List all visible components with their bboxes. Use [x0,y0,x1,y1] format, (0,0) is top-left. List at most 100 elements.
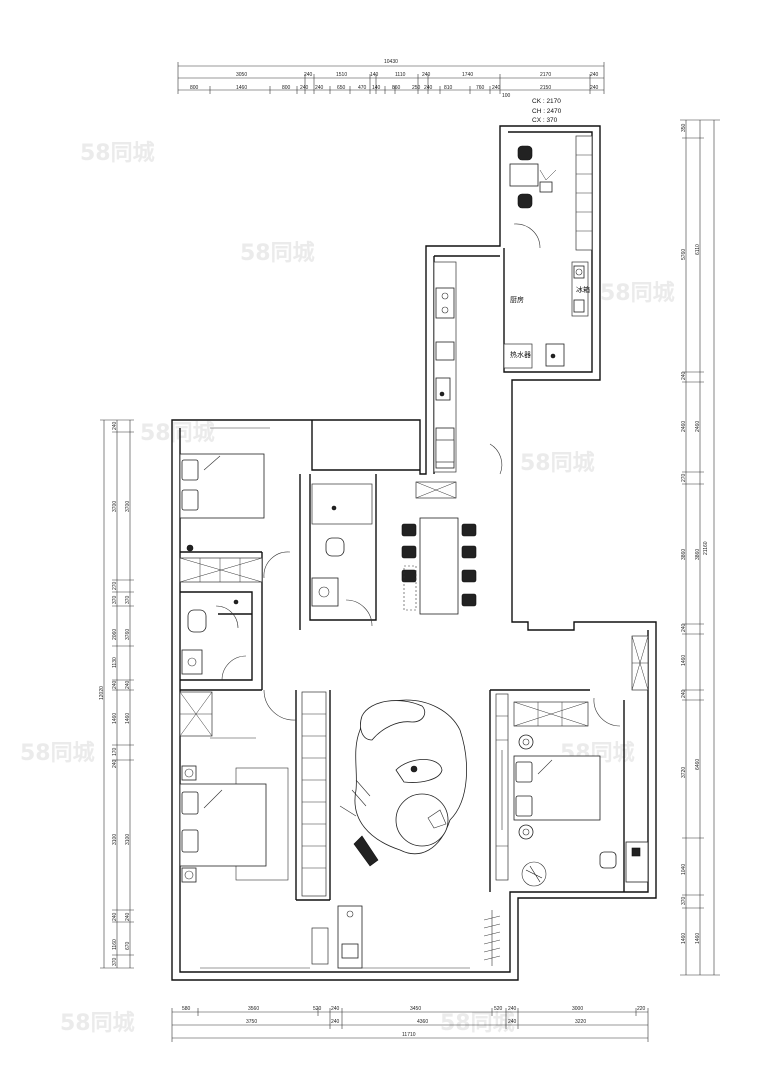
svg-text:58同城: 58同城 [60,1010,135,1036]
small-label: 热水器 [510,350,531,359]
dim-top-1: 3050 [236,72,247,78]
chair-bottom-icon [517,193,533,209]
dim-bottom-3: 520 [313,1006,322,1012]
svg-text:58同城: 58同城 [140,420,215,446]
dim-top-6: 240 [422,72,431,78]
living-room [339,699,467,867]
dim-left-13: 1160 [112,939,118,950]
dim-left-5: 2060 [112,629,118,640]
dim-top2-3: 800 [282,85,291,91]
stove-icon [435,287,455,319]
dim-left-mid-3: 3760 [125,629,131,640]
svg-text:58同城: 58同城 [520,450,595,476]
dim-right-11: 1040 [681,864,687,875]
toilet-icon [325,537,345,557]
dim-left-7: 240 [112,680,118,689]
dim-left-10: 240 [112,759,118,768]
dim-bottom-5: 3450 [410,1006,421,1012]
main-bathroom [311,483,373,607]
dim-right-mid-1: 6110 [695,244,701,255]
entry-sink-icon [341,943,359,959]
dim-top-2: 240 [304,72,313,78]
dim-top2-10: 250 [412,85,421,91]
desk-right [625,841,649,883]
coffee-table [395,759,443,783]
dim-left-8: 1460 [112,713,118,724]
sideboard [403,565,417,611]
sofa-curved [360,700,426,741]
dim-top-3: 1510 [336,72,347,78]
dim-bottom2-4: 240 [508,1019,517,1025]
svg-text:58同城: 58同城 [600,280,675,306]
dim-left-2: 3700 [112,501,118,512]
walls [171,125,657,981]
dining-chairs [401,523,477,607]
lamp-right-bottom [518,824,534,840]
dim-top2-6: 650 [337,85,346,91]
nightstand-top [181,765,197,781]
entry-area [415,439,501,966]
dim-right-13: 1460 [681,933,687,944]
hall-cabinets [301,691,363,969]
dim-top2-14: 240 [492,85,501,91]
dim-top2-15: 2150 [540,85,551,91]
svg-text:58同城: 58同城 [80,140,155,166]
svg-text:58同城: 58同城 [440,1010,515,1036]
basin-left-icon [181,649,203,675]
dim-top-extra: 100 [502,93,511,99]
dim-top-5: 1110 [395,72,406,78]
dim-right-6: 3860 [681,549,687,560]
dim-top-4: 140 [370,72,379,78]
dim-bottom2-1: 3750 [246,1019,257,1025]
dryer-icon [573,299,585,313]
dim-top2-4: 240 [300,85,309,91]
dim-left-1: 240 [112,421,118,430]
nightstand-bottom [181,867,197,883]
shower-area [311,483,373,525]
dim-left-11: 3100 [112,834,118,845]
dim-top2-5: 240 [315,85,324,91]
note-cx: CX : 370 [532,117,558,124]
toilet-left-icon [187,609,207,633]
dim-right-3: 240 [681,371,687,380]
dim-left-mid-4: 240 [125,680,131,689]
dim-top2-13: 760 [476,85,485,91]
dim-top2-12: 810 [444,85,453,91]
chair-top-icon [517,145,533,161]
dim-bottom2-3: 4360 [417,1019,428,1025]
dishwasher-icon [435,341,455,361]
dim-left-14: 370 [112,957,118,966]
dim-top2-11: 240 [424,85,433,91]
dim-bottom2-5: 3220 [575,1019,586,1025]
right-dimensions: 21160 350 5760 240 2460 270 3860 240 146… [680,119,720,976]
dim-left-mid-7: 240 [125,912,131,921]
note-ch: CH : 2470 [532,108,562,115]
lamp-icon [186,544,194,552]
dim-right-8: 1460 [681,655,687,666]
bedroom-top-left [179,453,265,583]
doors [215,223,621,727]
coat-rack-icon [483,910,501,966]
note-ck: CK : 2170 [532,98,561,105]
dim-bottom-8: 3000 [572,1006,583,1012]
dim-top-9: 240 [590,72,599,78]
dim-left-total: 12020 [99,686,105,700]
dim-bottom-6: 520 [494,1006,503,1012]
dim-right-mid-5: 1460 [695,933,701,944]
dim-right-1: 350 [681,123,687,132]
dim-left-mid-8: 670 [125,941,131,950]
dim-right-4: 2460 [681,421,687,432]
dim-bottom-4: 240 [331,1006,340,1012]
dim-bottom-1: 580 [182,1006,191,1012]
dim-left-mid-5: 1460 [125,713,131,724]
dim-top2-9: 860 [392,85,401,91]
bedroom-right [495,635,649,887]
entry-sink-cabinet [337,905,363,969]
dim-right-2: 5760 [681,249,687,260]
dining-table [419,517,459,615]
dim-right-9: 240 [681,689,687,698]
bottom-dimensions: 580 3560 520 240 3450 520 240 3000 220 3… [171,1006,649,1042]
dim-right-mid-3: 3860 [695,549,701,560]
lounge-chair [353,835,379,867]
